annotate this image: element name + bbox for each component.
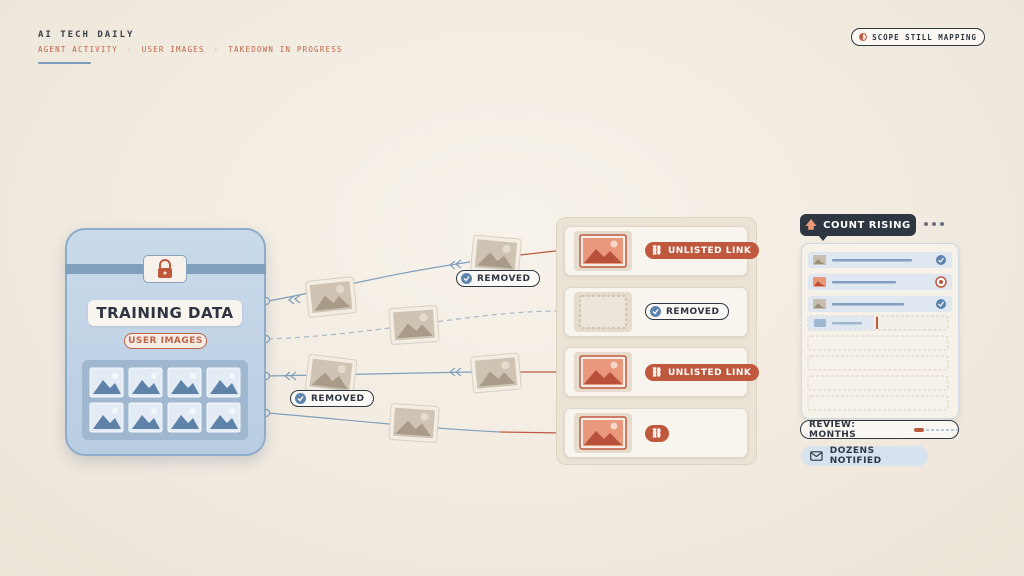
empty-image-placeholder-icon [574,292,632,332]
flow-line-4-out [499,431,565,434]
dozens-notified-label: DOZENS NOTIFIED [829,446,882,466]
floating-image-icon-4 [304,354,358,396]
flow-line-3 [267,371,473,377]
subtitle: AGENT ACTIVITY·USER IMAGES·TAKEDOWN IN P… [38,45,343,54]
link-icon: ⛓ [651,428,663,439]
user-images-tag: USER IMAGES [124,333,207,349]
floating-image-icon-2 [470,234,522,276]
row-4 [807,315,949,331]
thumb-icon-1 [89,367,124,398]
chevron-arrows-icon [284,259,462,381]
placeholder-rows [807,335,949,411]
arrow-up-icon: 🡅 [805,217,818,231]
row-2 [808,274,952,290]
review-months-bar: REVIEW: MONTHS [800,419,959,440]
unlisted-link-label: UNLISTED LINK [667,367,752,378]
count-rising-badge: 🡅 COUNT RISING [800,214,916,236]
orange-image-icon [574,352,632,392]
unlisted-link-badge-1: ⛓ UNLISTED LINK [645,242,760,259]
brand-title: AI TECH DAILY [38,30,135,40]
removed-badge-label: REMOVED [311,393,365,404]
dozens-notified-badge: DOZENS NOTIFIED [801,446,928,466]
thumb-icon-2 [128,367,163,398]
header-underline [38,62,91,64]
thumb-icon-5 [89,402,124,433]
link-icon: ⛓ [651,367,663,378]
lock-icon [158,259,172,278]
removed-card-label: REMOVED [666,306,720,317]
removed-badge-top: REMOVED [456,270,540,287]
row-3 [808,296,952,312]
thumb-icon-3 [167,367,202,398]
floating-image-tiles [304,234,522,443]
check-icon [650,306,661,317]
thumb-icon-7 [167,402,202,433]
thumb-icon-6 [128,402,163,433]
scope-badge-label: SCOPE STILL MAPPING [872,32,977,42]
subtitle-part-3: TAKEDOWN IN PROGRESS [228,45,343,54]
thumb-icon-8 [206,402,241,433]
check-icon [295,393,306,404]
floating-image-icon-3 [388,305,440,345]
callout-tail [818,235,828,241]
review-label: REVIEW: MONTHS [809,419,857,440]
ellipsis-icon [924,222,944,226]
subtitle-part-2: USER IMAGES [141,45,205,54]
floating-image-icon-5 [470,352,522,394]
half-circle-icon [859,33,868,41]
flow-line-2 [267,310,565,340]
envelope-icon [810,451,823,461]
image-grid [82,360,248,440]
lock-badge [143,255,187,283]
floating-image-icon-1 [305,276,357,318]
floating-image-icon-6 [388,403,440,443]
review-progress [914,427,958,432]
takedown-rows [807,252,952,411]
unlisted-link-label: UNLISTED LINK [667,245,752,256]
check-icon [461,273,472,284]
subtitle-part-1: AGENT ACTIVITY [38,45,119,54]
orange-image-icon [574,413,632,453]
link-icon: ⛓ [651,245,663,256]
row-1 [808,252,952,268]
scope-badge: SCOPE STILL MAPPING [851,28,985,46]
count-rising-label: COUNT RISING [823,219,911,231]
flow-line-1 [267,261,471,302]
removed-badge-card: REMOVED [645,303,729,320]
removed-badge-label: REMOVED [477,273,531,284]
thumb-icon-4 [206,367,241,398]
orange-image-icon [574,231,632,271]
removed-badge-bottom: REMOVED [290,390,374,407]
training-data-title: TRAINING DATA [88,300,242,326]
link-badge-4: ⛓ [645,425,669,442]
flow-line-4 [267,412,501,433]
unlisted-link-badge-2: ⛓ UNLISTED LINK [645,364,760,381]
image-thumbnails [89,367,241,433]
